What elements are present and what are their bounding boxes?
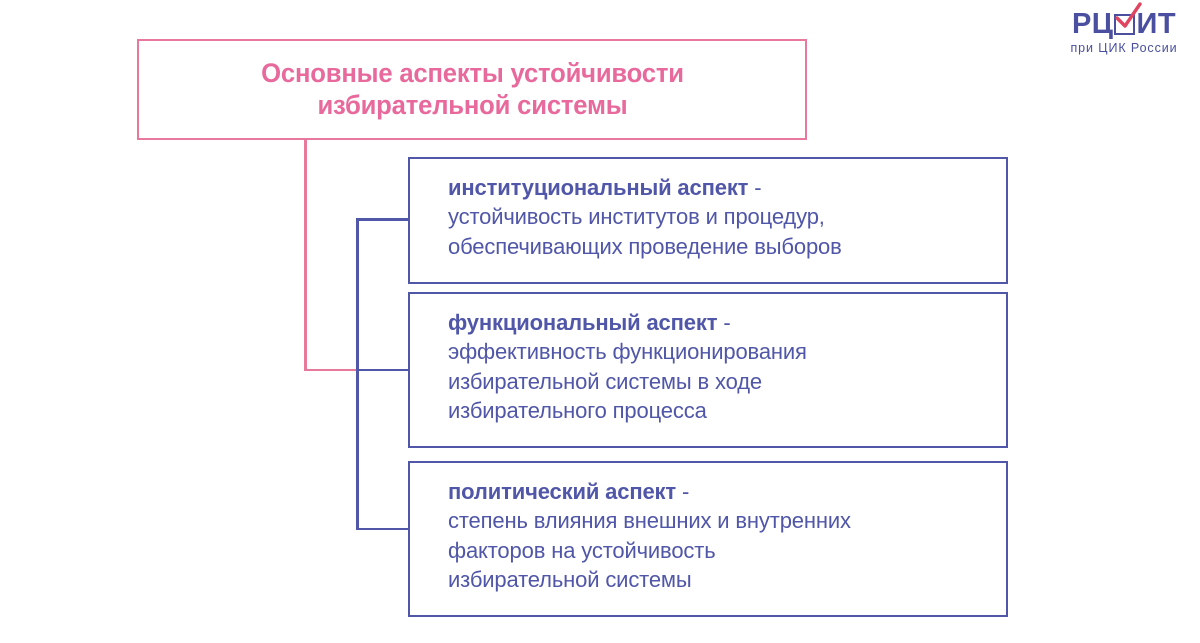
card-1-heading-dash: - bbox=[748, 175, 762, 200]
aspect-card-functional: функциональный аспект - эффективность фу… bbox=[408, 292, 1008, 448]
connector-blue-to-card-1 bbox=[356, 218, 410, 221]
card-1-line-2: обеспечивающих проведение выборов bbox=[448, 233, 842, 259]
page-title: Основные аспекты устойчивости избиратель… bbox=[260, 57, 684, 120]
card-3-heading: политический аспект - bbox=[448, 477, 1006, 506]
logo-wordmark-before: РЦ bbox=[1071, 8, 1114, 40]
logo-wordmark-after: ИТ bbox=[1136, 8, 1177, 40]
card-1-line-1: устойчивость институтов и процедур, bbox=[448, 204, 825, 230]
connector-blue-to-card-3 bbox=[356, 527, 410, 530]
connector-blue-to-card-2 bbox=[356, 368, 410, 371]
logo-subtitle: при ЦИК России bbox=[1070, 41, 1178, 55]
card-3-line-1: степень влияния внешних и внутренних bbox=[448, 508, 851, 534]
card-2-heading: функциональный аспект - bbox=[448, 308, 1006, 337]
aspect-card-institutional: институциональный аспект - устойчивость … bbox=[408, 157, 1008, 284]
logo-wordmark: РЦ ИТ bbox=[1071, 2, 1177, 40]
card-3-line-3: избирательной системы bbox=[448, 566, 692, 592]
card-3-heading-text: политический аспект bbox=[448, 479, 677, 504]
card-2-line-2: избирательной системы в ходе bbox=[448, 368, 763, 394]
connector-pink-horizontal bbox=[304, 368, 359, 371]
card-2-line-1: эффективность функционирования bbox=[448, 339, 807, 365]
card-2-heading-text: функциональный аспект bbox=[448, 310, 718, 335]
card-1-heading-text: институциональный аспект bbox=[448, 175, 749, 200]
rcoit-logo: РЦ ИТ при ЦИК России bbox=[1052, 2, 1196, 66]
card-3-heading-dash: - bbox=[676, 479, 690, 504]
connector-pink-vertical bbox=[304, 140, 307, 371]
logo-ballot-box-icon bbox=[1114, 2, 1143, 35]
card-2-heading-dash: - bbox=[717, 310, 731, 335]
aspect-card-political: политический аспект - степень влияния вн… bbox=[408, 461, 1008, 617]
connector-blue-spine bbox=[356, 218, 359, 530]
card-2-line-3: избирательного процесса bbox=[448, 397, 707, 423]
title-box: Основные аспекты устойчивости избиратель… bbox=[137, 39, 807, 140]
card-3-line-2: факторов на устойчивость bbox=[448, 537, 716, 563]
card-1-heading: институциональный аспект - bbox=[448, 173, 1006, 202]
